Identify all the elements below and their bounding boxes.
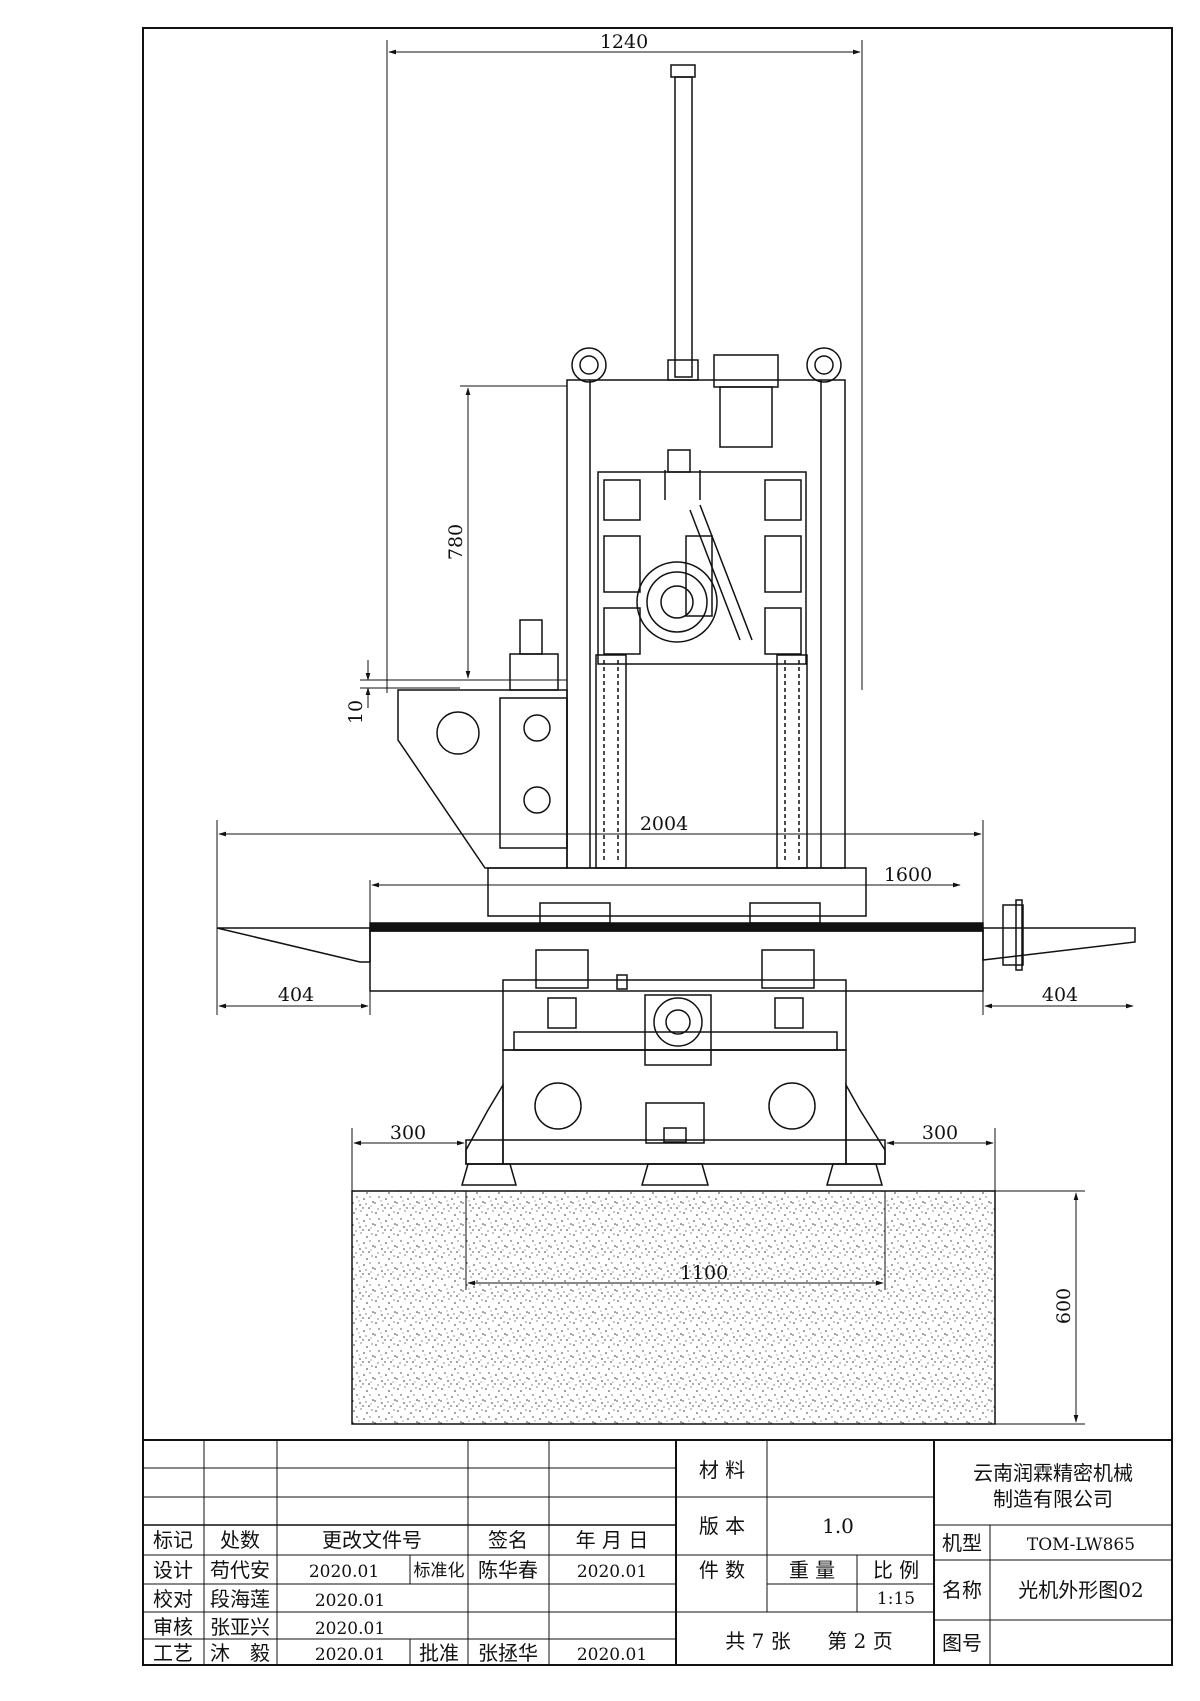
company-name-line2: 制造有限公司 — [993, 1487, 1113, 1511]
approve-label: 批准 — [419, 1641, 459, 1665]
title-block-text: 标记 处数 更改文件号 签名 年 月 日 设计 苟代安 2020.01 标准化 … — [153, 1458, 1144, 1665]
dim-404-right: 404 — [1042, 984, 1078, 1006]
foundation — [351, 1190, 996, 1425]
dim-600: 600 — [1053, 1288, 1075, 1324]
dim-300-right: 300 — [922, 1122, 958, 1144]
dim-2004: 2004 — [640, 813, 688, 835]
model-label: 机型 — [942, 1531, 982, 1555]
standard-name: 陈华春 — [478, 1558, 538, 1582]
check-label: 校对 — [153, 1587, 193, 1611]
review-date: 2020.01 — [315, 1619, 385, 1639]
rev-header-sign: 签名 — [488, 1528, 528, 1552]
sheet-border — [142, 27, 1173, 1666]
check-date: 2020.01 — [315, 1591, 385, 1611]
title-block — [143, 1439, 1172, 1665]
sheets-total: 共 7 张 — [725, 1629, 790, 1653]
dimension-labels: 1240 780 10 2004 1600 404 404 300 300 11… — [278, 31, 1078, 1324]
version-label: 版 本 — [699, 1514, 745, 1538]
work-table — [216, 867, 1136, 992]
standard-label: 标准化 — [414, 1561, 465, 1581]
process-date: 2020.01 — [315, 1645, 385, 1665]
weight-label: 重 量 — [789, 1558, 835, 1582]
design-label: 设计 — [153, 1558, 193, 1582]
model-value: TOM-LW865 — [1027, 1535, 1135, 1555]
scale-label: 比 例 — [873, 1558, 919, 1582]
scale-value: 1:15 — [877, 1589, 915, 1609]
machine-base — [461, 949, 886, 1186]
dim-1100: 1100 — [680, 1262, 728, 1284]
machine-column — [566, 64, 846, 869]
dim-10: 10 — [345, 700, 367, 724]
rev-header-date: 年 月 日 — [576, 1528, 649, 1552]
version-value: 1.0 — [822, 1514, 854, 1538]
approve-date: 2020.01 — [577, 1645, 647, 1665]
dim-300-left: 300 — [390, 1122, 426, 1144]
dimension-lines — [216, 40, 1134, 1425]
rev-header-mark: 标记 — [153, 1528, 193, 1552]
process-name: 沐 毅 — [210, 1641, 270, 1665]
rev-header-count: 处数 — [220, 1528, 260, 1552]
standard-date: 2020.01 — [577, 1562, 647, 1582]
dim-1240: 1240 — [600, 31, 648, 53]
name-value: 光机外形图02 — [1018, 1578, 1143, 1602]
drawing-no-label: 图号 — [942, 1631, 982, 1655]
quantity-label: 件 数 — [699, 1558, 745, 1582]
process-label: 工艺 — [153, 1641, 193, 1665]
company-name-line1: 云南润霖精密机械 — [973, 1461, 1133, 1485]
dim-404-left: 404 — [278, 984, 314, 1006]
dim-780: 780 — [445, 524, 467, 560]
design-date: 2020.01 — [309, 1562, 379, 1582]
sheet-current: 第 2 页 — [827, 1629, 892, 1653]
review-name: 张亚兴 — [210, 1615, 270, 1639]
design-name: 苟代安 — [210, 1558, 270, 1582]
review-label: 审核 — [153, 1615, 193, 1639]
material-label: 材 料 — [699, 1458, 745, 1482]
dim-1600: 1600 — [884, 864, 932, 886]
side-tool-box — [397, 619, 568, 869]
name-label: 名称 — [942, 1578, 982, 1602]
approve-name: 张拯华 — [478, 1641, 538, 1665]
check-name: 段海莲 — [210, 1587, 270, 1611]
rev-header-doc: 更改文件号 — [322, 1528, 422, 1552]
